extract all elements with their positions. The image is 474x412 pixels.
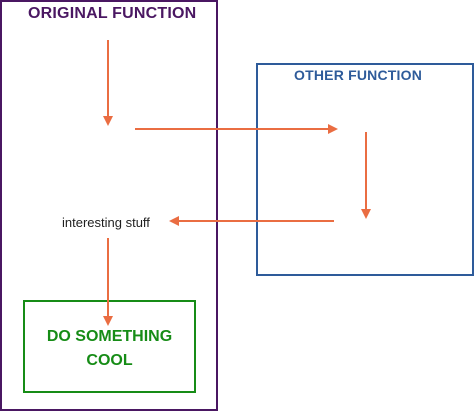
other-function-title: OTHER FUNCTION bbox=[294, 67, 423, 83]
other-function-box bbox=[256, 63, 474, 276]
do-something-cool-label: DO SOMETHING COOL bbox=[46, 327, 173, 369]
interesting-stuff-label: interesting stuff bbox=[62, 215, 150, 230]
original-function-box bbox=[0, 0, 218, 411]
do-something-cool-box bbox=[23, 300, 196, 393]
original-function-title: ORIGINAL FUNCTION bbox=[28, 5, 197, 22]
